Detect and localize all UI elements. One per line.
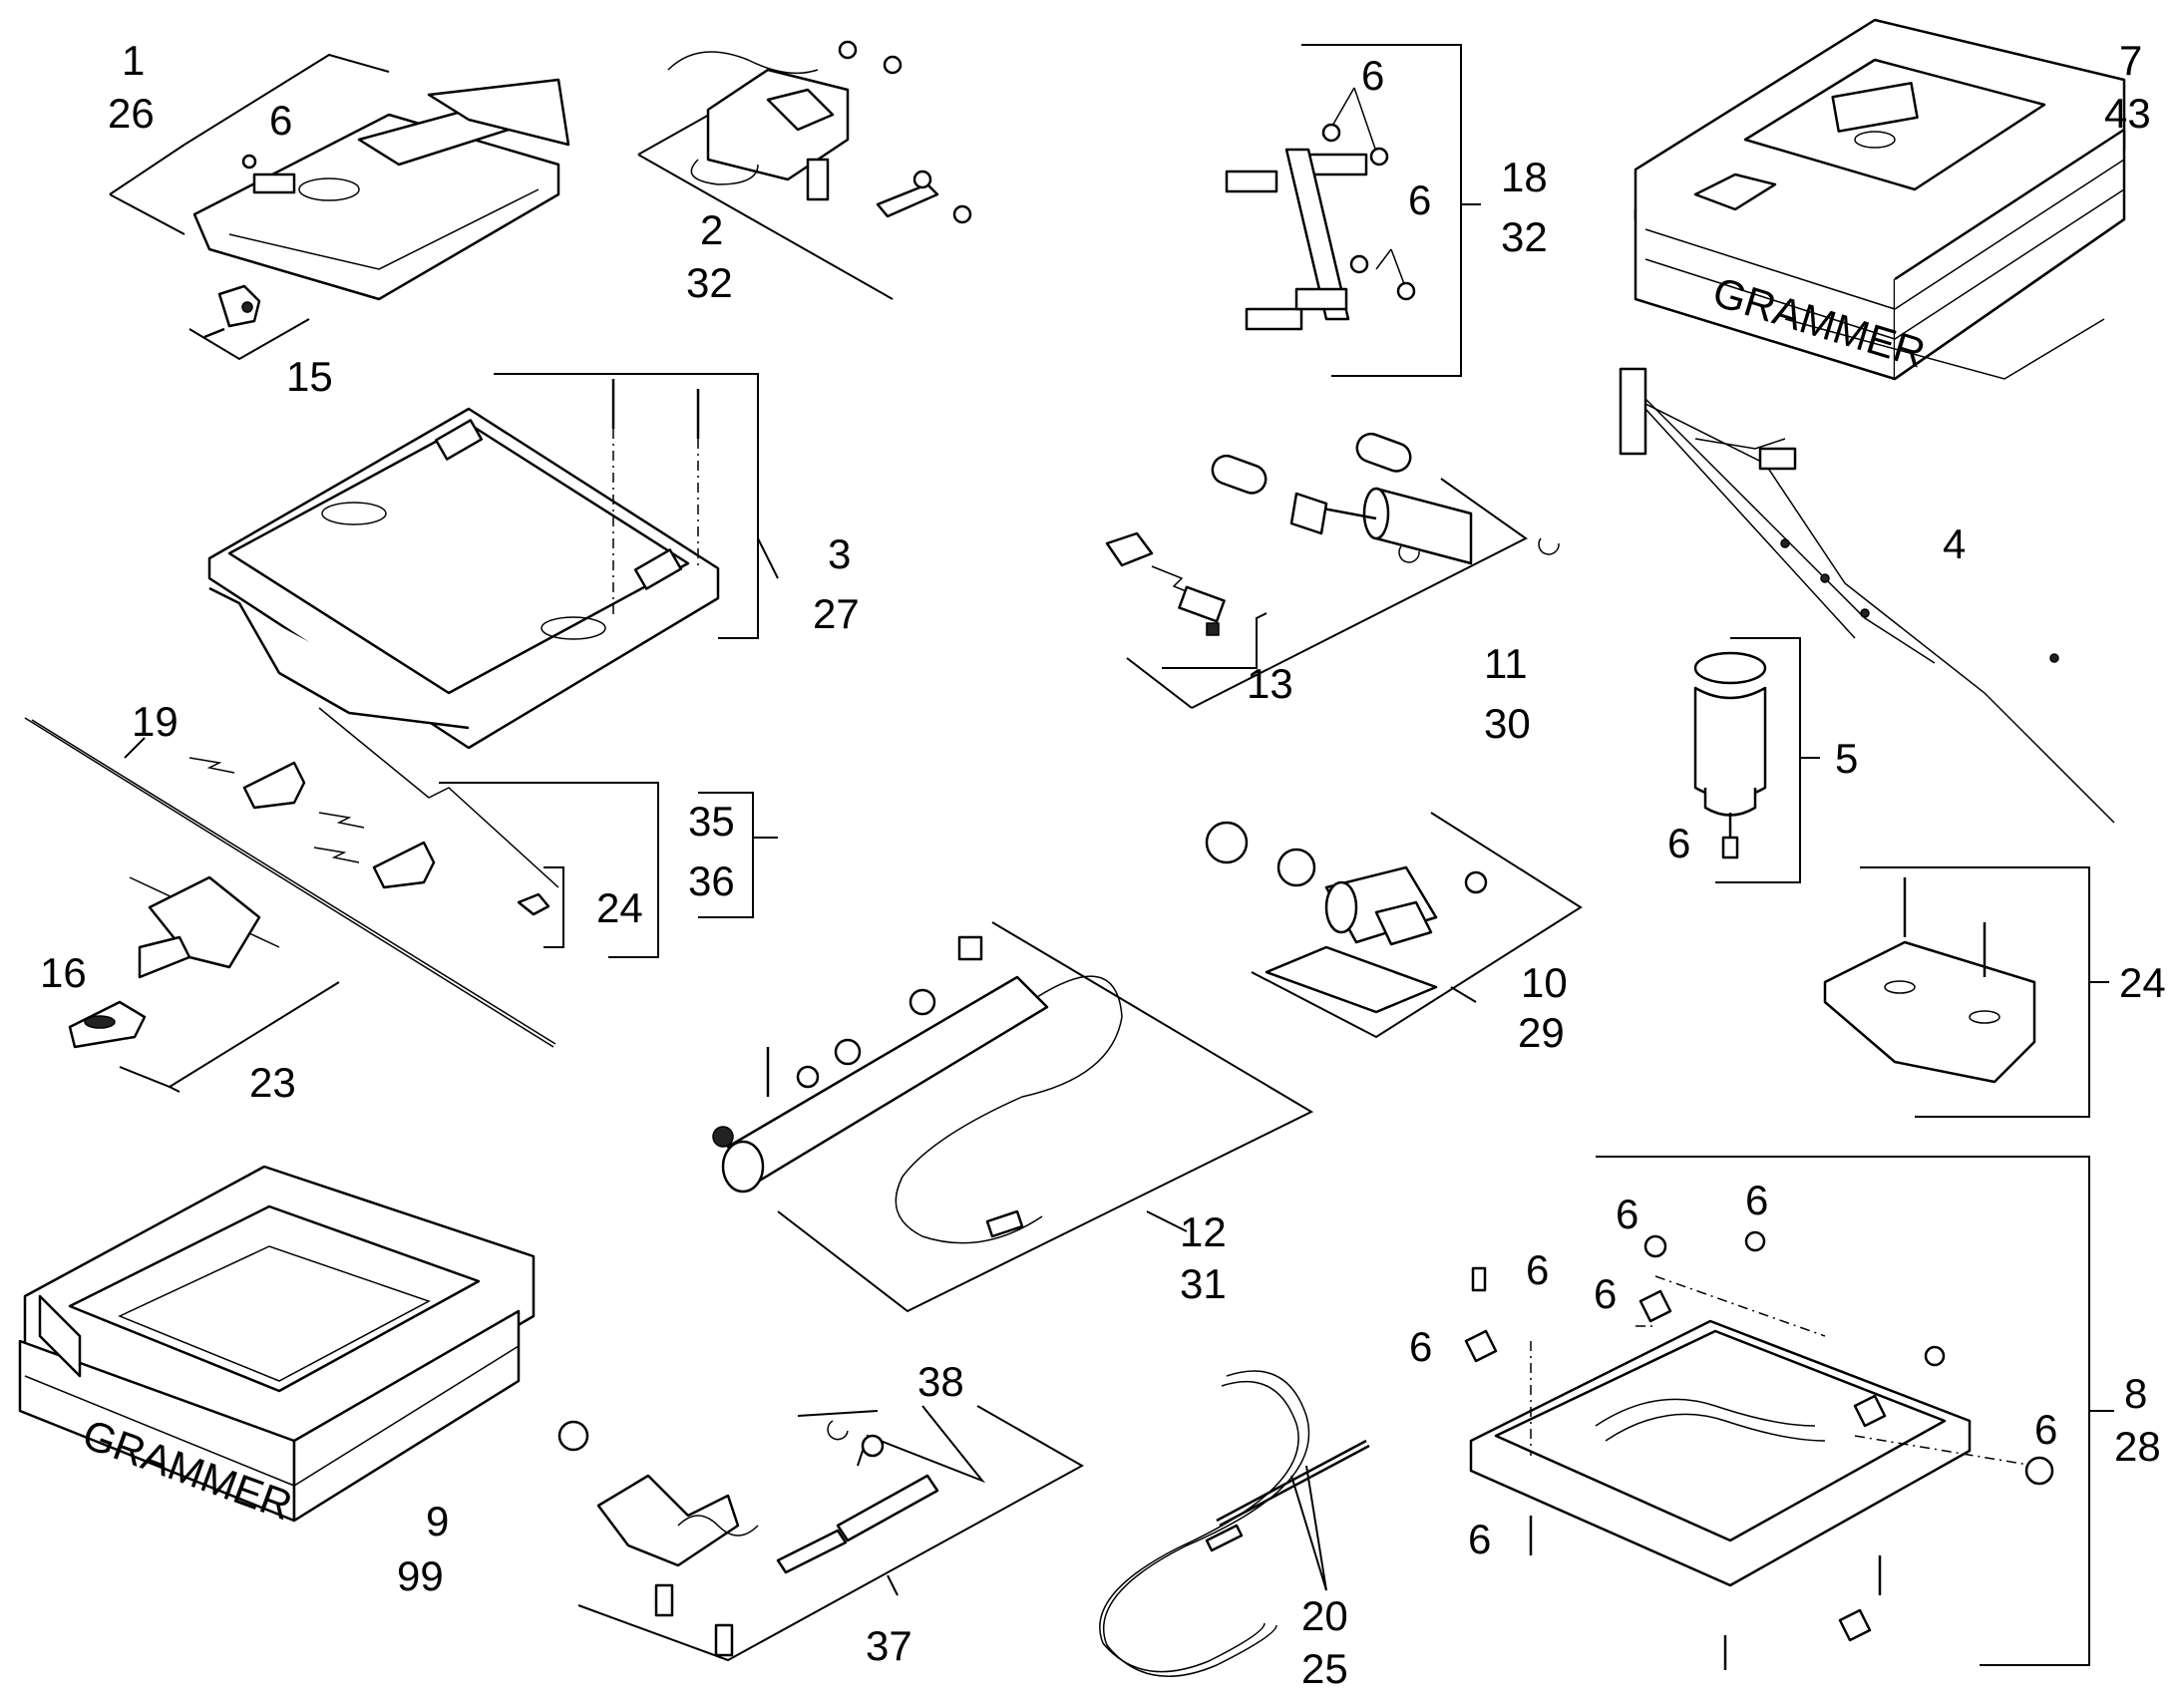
label-part-6: 6 [1409, 1323, 1432, 1370]
part-18-strap [1225, 44, 1481, 377]
part-11-damper [1105, 432, 1560, 709]
part-15-bracket [188, 284, 310, 361]
label-part-9: 9 [426, 1498, 449, 1544]
part-2-valve-assembly [637, 40, 972, 300]
label-part-6: 6 [1667, 820, 1690, 866]
label-part-16: 16 [40, 949, 87, 996]
label-part-6: 6 [1526, 1246, 1549, 1293]
label-part-6: 6 [1468, 1516, 1491, 1562]
label-part-12: 12 [1180, 1208, 1227, 1255]
label-part-6: 6 [1745, 1177, 1768, 1223]
part-12-rail-hose [712, 921, 1314, 1313]
label-part-20: 20 [1301, 1592, 1348, 1639]
label-part-11: 11 [1484, 640, 1528, 687]
part-19-cable [24, 717, 556, 1048]
label-part-6: 6 [1594, 1270, 1617, 1317]
label-part-18: 18 [1501, 154, 1548, 200]
label-part-29: 29 [1518, 1009, 1565, 1056]
part-1-top-plate [109, 53, 570, 301]
part-16-handle [68, 875, 340, 1093]
label-part-1: 1 [122, 37, 145, 84]
part-5-air-spring [1693, 637, 1820, 883]
part-24-latch-assembly [188, 707, 778, 958]
part-20-hose [1099, 1370, 1370, 1677]
label-part-25: 25 [1301, 1645, 1348, 1692]
part-3-lower-frame [207, 373, 779, 750]
part-7-complete-base: GRAMMER [1634, 18, 2126, 381]
label-part-4: 4 [1943, 520, 1966, 567]
label-part-24: 24 [596, 884, 643, 931]
label-part-37: 37 [866, 1622, 912, 1669]
label-part-43: 43 [2104, 90, 2151, 137]
label-part-36: 36 [688, 857, 735, 904]
label-part-30: 30 [1484, 700, 1531, 747]
label-part-15: 15 [286, 353, 333, 400]
label-part-8: 8 [2124, 1370, 2147, 1417]
part-10-motor [1205, 812, 1583, 1039]
label-part-38: 38 [917, 1358, 964, 1405]
label-part-99: 99 [397, 1552, 444, 1599]
label-part-6: 6 [1616, 1191, 1638, 1237]
label-part-26: 26 [108, 90, 155, 137]
callout-labels: 1 26 6 15 2 32 6 6 18 32 7 43 3 27 4 13 … [40, 37, 2166, 1692]
part-9-bellows-cover: GRAMMER [18, 1165, 536, 1529]
label-part-32: 32 [686, 259, 733, 306]
part-37-lever-gas-spring [557, 1405, 1085, 1662]
label-part-10: 10 [1521, 959, 1568, 1006]
label-part-24: 24 [2119, 959, 2166, 1006]
label-part-32: 32 [1501, 213, 1548, 260]
label-part-6: 6 [1408, 176, 1431, 223]
part-24-cover-block [1823, 866, 2109, 1118]
part-8-slide-frame [1464, 1156, 2114, 1670]
label-part-13: 13 [1247, 660, 1293, 707]
label-part-35: 35 [688, 798, 735, 845]
part-4-wiring-harness [1619, 367, 2115, 824]
label-part-6: 6 [269, 97, 292, 144]
label-part-31: 31 [1180, 1260, 1227, 1307]
label-part-5: 5 [1835, 735, 1858, 782]
label-part-28: 28 [2114, 1423, 2161, 1470]
label-part-23: 23 [249, 1059, 296, 1106]
label-part-6: 6 [1361, 52, 1384, 99]
label-part-7: 7 [2119, 37, 2142, 84]
label-part-6: 6 [2034, 1406, 2057, 1453]
label-part-3: 3 [828, 530, 851, 577]
label-part-27: 27 [813, 590, 860, 637]
label-part-19: 19 [132, 698, 179, 745]
label-part-2: 2 [700, 206, 723, 253]
